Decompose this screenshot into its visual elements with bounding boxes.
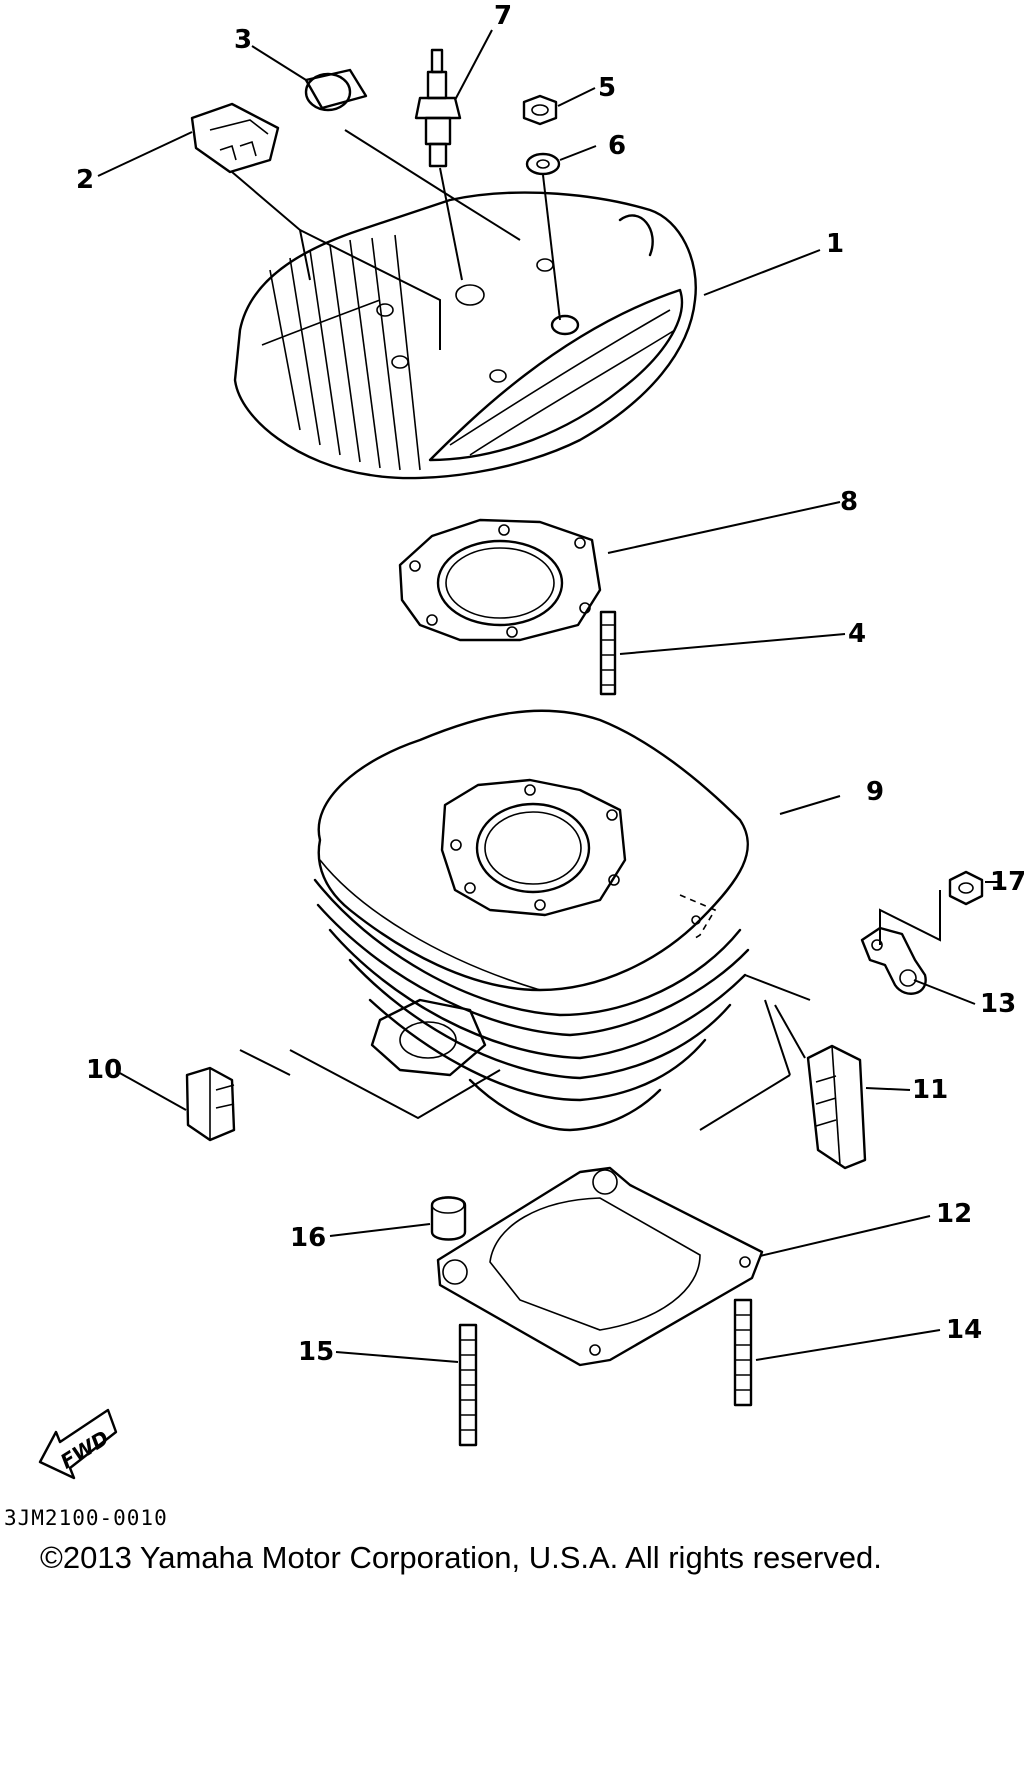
- callout-14: 14: [946, 1315, 982, 1345]
- callout-17: 17: [990, 867, 1024, 897]
- stud-bolt-lower-right: [733, 1298, 753, 1407]
- exploded-parts-diagram: 1 2 3 4 5 6 7 8 9 10 11 12 13 14 15 16 1…: [38, 1, 1024, 1480]
- callout-13: 13: [980, 989, 1016, 1019]
- nut-small: [948, 870, 984, 906]
- callout-labels: 1 2 3 4 5 6 7 8 9 10 11 12 13 14 15 16 1…: [76, 1, 1024, 1367]
- callout-9: 9: [866, 777, 884, 807]
- clamp: [860, 926, 927, 995]
- assembly-guide-lines: [231, 129, 941, 1131]
- base-gasket: [436, 1166, 764, 1367]
- callout-leader-lines: [97, 29, 1002, 1363]
- damper-block-left: [185, 1066, 236, 1142]
- callout-8: 8: [840, 487, 858, 517]
- diagram-code: 3JM2100-0010: [4, 1506, 168, 1530]
- cylinder: [313, 709, 750, 1132]
- nut: [522, 94, 558, 126]
- spark-plug: [414, 48, 462, 168]
- cylinder-head: [233, 191, 697, 480]
- callout-11: 11: [912, 1075, 948, 1105]
- callout-3: 3: [234, 25, 252, 55]
- collar: [430, 1196, 467, 1241]
- callout-6: 6: [608, 131, 626, 161]
- stud-bolt-upper: [599, 610, 617, 696]
- copyright-notice: ©2013 Yamaha Motor Corporation, U.S.A. A…: [40, 1540, 882, 1575]
- callout-2: 2: [76, 165, 94, 195]
- callout-4: 4: [848, 619, 866, 649]
- stud-bolt-lower-left: [458, 1323, 478, 1447]
- damper-block: [190, 102, 280, 174]
- callout-12: 12: [936, 1199, 972, 1229]
- forward-arrow-icon: FWD: [38, 1408, 118, 1480]
- forward-arrow-label: FWD: [56, 1426, 113, 1474]
- washer: [525, 152, 561, 176]
- damper-block-right: [806, 1044, 867, 1170]
- damper-cylinder: [304, 68, 368, 112]
- callout-1: 1: [826, 229, 844, 259]
- callout-7: 7: [494, 1, 512, 31]
- callout-5: 5: [598, 73, 616, 103]
- callout-16: 16: [290, 1223, 326, 1253]
- head-gasket: [398, 518, 602, 642]
- callout-10: 10: [86, 1055, 122, 1085]
- callout-15: 15: [298, 1337, 334, 1367]
